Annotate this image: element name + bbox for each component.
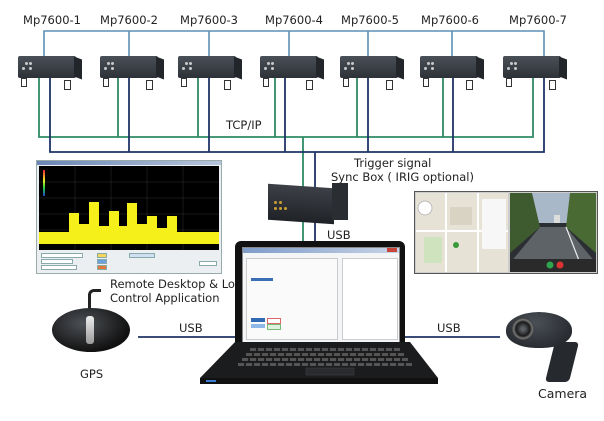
gps-cable xyxy=(88,289,101,314)
analyzer-device-6 xyxy=(420,56,484,96)
spectrum-plot xyxy=(39,166,219,250)
analyzer-device-3 xyxy=(178,56,242,96)
control-application-window xyxy=(242,247,400,343)
spectrum-trace xyxy=(39,202,219,244)
laptop-base xyxy=(198,340,440,386)
camera-label: Camera xyxy=(538,386,588,401)
trigger-signal-label: Trigger signal xyxy=(354,156,432,170)
analyzer-label-3: Mp7600-3 xyxy=(180,13,238,27)
analyzer-label-5: Mp7600-5 xyxy=(341,13,399,27)
analyzer-device-4 xyxy=(260,56,324,96)
analyzer-device-2 xyxy=(100,56,164,96)
camera-lens-icon xyxy=(512,318,534,340)
app-label-line1: Remote Desktop & Local xyxy=(110,277,252,291)
webcam-device xyxy=(506,312,582,382)
analyzer-device-5 xyxy=(340,56,404,96)
spectrum-application-screenshot xyxy=(36,160,222,274)
analyzer-device-7 xyxy=(503,56,567,96)
analyzer-label-6: Mp7600-6 xyxy=(421,13,479,27)
tcpip-label: TCP/IP xyxy=(226,118,262,132)
analyzer-label-4: Mp7600-4 xyxy=(265,13,323,27)
spectrum-titlebar xyxy=(37,161,221,165)
map-camera-application-screenshot xyxy=(414,191,598,274)
camera-view xyxy=(510,193,596,272)
usb-gps-label: USB xyxy=(179,321,203,335)
map-view xyxy=(416,193,508,272)
laptop-screen xyxy=(235,241,405,343)
top-control-bus xyxy=(43,30,545,56)
usb-sync-label: USB xyxy=(327,228,351,242)
trigger-bus xyxy=(49,78,545,300)
gps-receiver xyxy=(52,308,130,352)
analyzer-label-1: Mp7600-1 xyxy=(23,13,81,27)
analyzer-label-2: Mp7600-2 xyxy=(100,13,158,27)
spectrum-controls xyxy=(39,253,219,271)
gps-label: GPS xyxy=(80,367,104,381)
analyzer-device-1 xyxy=(18,56,82,96)
app-label-line2: Control Application xyxy=(110,291,220,305)
analyzer-label-7: Mp7600-7 xyxy=(509,13,567,27)
spectrum-color-scale xyxy=(43,170,45,196)
usb-camera-label: USB xyxy=(437,321,461,335)
sync-box-label: Sync Box ( IRIG optional) xyxy=(331,170,474,184)
sync-box-device xyxy=(268,180,350,225)
